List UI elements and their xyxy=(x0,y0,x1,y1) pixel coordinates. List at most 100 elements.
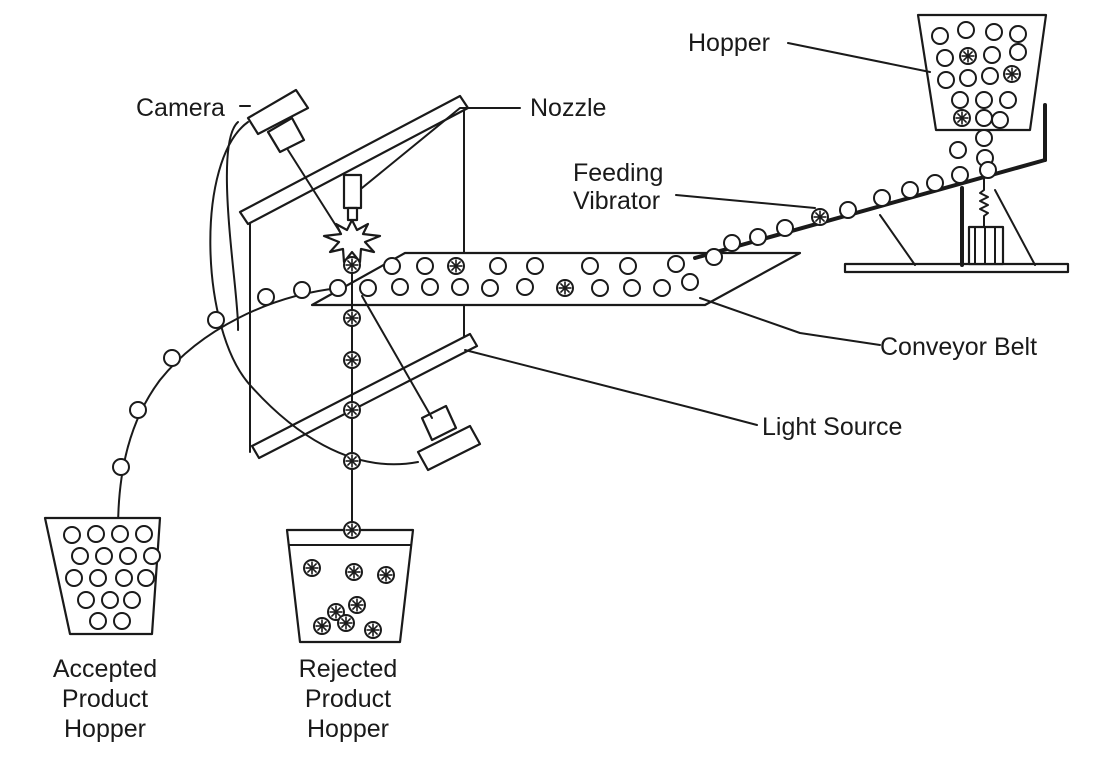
good-product-icon xyxy=(705,248,723,266)
good-product-icon xyxy=(137,569,155,587)
defective-product-icon xyxy=(343,521,361,539)
good-product-icon xyxy=(723,234,741,252)
lower-camera xyxy=(416,404,482,472)
feeding-vibrator-label-line-2: Vibrator xyxy=(573,187,660,215)
defective-product-icon xyxy=(1003,65,1021,83)
rejected-hopper-body xyxy=(285,528,415,644)
defective-product-icon xyxy=(377,566,395,584)
good-product-icon xyxy=(87,525,105,543)
accept-arc-line xyxy=(117,287,341,531)
good-product-icon xyxy=(653,279,671,297)
defective-product-icon xyxy=(303,559,321,577)
good-product-icon xyxy=(526,257,544,275)
good-product-icon xyxy=(681,273,699,291)
good-product-icon xyxy=(383,257,401,275)
defective-product-icon xyxy=(364,621,382,639)
conveyor-belt-leader xyxy=(699,297,881,346)
lower-camera-body xyxy=(416,424,482,472)
good-product-icon xyxy=(959,69,977,87)
defective-product-icon xyxy=(953,109,971,127)
good-product-icon xyxy=(516,278,534,296)
good-product-icon xyxy=(207,311,225,329)
good-product-icon xyxy=(359,279,377,297)
feeding-vibrator-label-line-1: Feeding xyxy=(573,159,663,187)
good-product-icon xyxy=(481,279,499,297)
good-product-icon xyxy=(163,349,181,367)
good-product-icon xyxy=(979,161,997,179)
good-product-icon xyxy=(89,612,107,630)
good-product-icon xyxy=(1009,43,1027,61)
nozzle-leader xyxy=(361,107,521,189)
defective-product-icon xyxy=(343,452,361,470)
frame-bottom-rail xyxy=(250,332,479,460)
good-product-icon xyxy=(63,526,81,544)
good-product-icon xyxy=(951,91,969,109)
good-product-icon xyxy=(123,591,141,609)
good-product-icon xyxy=(975,109,993,127)
good-product-icon xyxy=(101,591,119,609)
accepted-hopper-label-line-2: Product xyxy=(62,685,148,713)
defective-product-icon xyxy=(348,596,366,614)
defective-product-icon xyxy=(327,603,345,621)
camera-cable-drop xyxy=(225,121,240,331)
good-product-icon xyxy=(111,525,129,543)
good-product-icon xyxy=(115,569,133,587)
light-source-frame xyxy=(238,94,479,460)
defective-product-icon xyxy=(345,563,363,581)
hopper-leader xyxy=(787,42,931,73)
good-product-icon xyxy=(985,23,1003,41)
feeding-vibrator-leader xyxy=(675,194,816,209)
good-product-icon xyxy=(421,278,439,296)
good-product-icon xyxy=(839,201,857,219)
good-product-icon xyxy=(776,219,794,237)
upper-camera-body xyxy=(246,88,310,136)
good-product-icon xyxy=(581,257,599,275)
defective-product-icon xyxy=(343,401,361,419)
defective-product-icon xyxy=(343,309,361,327)
nozzle-tip xyxy=(346,206,359,222)
good-product-icon xyxy=(65,569,83,587)
accepted-hopper-label-line-3: Hopper xyxy=(64,715,146,743)
good-product-icon xyxy=(949,141,967,159)
defective-product-icon xyxy=(343,351,361,369)
camera-label: Camera xyxy=(136,94,225,122)
upper-camera-lens xyxy=(266,116,306,154)
vibrator-leg-left xyxy=(879,214,916,266)
good-product-icon xyxy=(591,279,609,297)
defective-product-icon xyxy=(811,208,829,226)
hopper-label: Hopper xyxy=(688,29,770,57)
good-product-icon xyxy=(749,228,767,246)
good-product-icon xyxy=(451,278,469,296)
good-product-icon xyxy=(143,547,161,565)
defective-product-icon xyxy=(556,279,574,297)
rejected-hopper-label-line-2: Product xyxy=(305,685,391,713)
good-product-icon xyxy=(975,91,993,109)
good-product-icon xyxy=(257,288,275,306)
upper-camera xyxy=(246,88,310,154)
good-product-icon xyxy=(1009,25,1027,43)
accepted-hopper-label-line-1: Accepted xyxy=(53,655,157,683)
rejected-hopper-label-line-1: Rejected xyxy=(299,655,398,683)
good-product-icon xyxy=(999,91,1017,109)
good-product-icon xyxy=(951,166,969,184)
light-source-leader xyxy=(464,349,758,426)
good-product-icon xyxy=(112,458,130,476)
good-product-icon xyxy=(931,27,949,45)
air-burst-icon xyxy=(322,218,382,264)
ejector-nozzle xyxy=(342,173,363,229)
product-layer xyxy=(63,21,1027,639)
good-product-icon xyxy=(981,67,999,85)
defective-product-icon xyxy=(343,256,361,274)
rejected-hopper-label-line-3: Hopper xyxy=(307,715,389,743)
vibrator-leg-right xyxy=(994,189,1036,266)
good-product-icon xyxy=(391,278,409,296)
good-product-icon xyxy=(95,547,113,565)
good-product-icon xyxy=(873,189,891,207)
good-product-icon xyxy=(113,612,131,630)
good-product-icon xyxy=(975,129,993,147)
good-product-icon xyxy=(77,591,95,609)
good-product-icon xyxy=(329,279,347,297)
good-product-icon xyxy=(926,174,944,192)
nozzle-label: Nozzle xyxy=(530,94,606,122)
